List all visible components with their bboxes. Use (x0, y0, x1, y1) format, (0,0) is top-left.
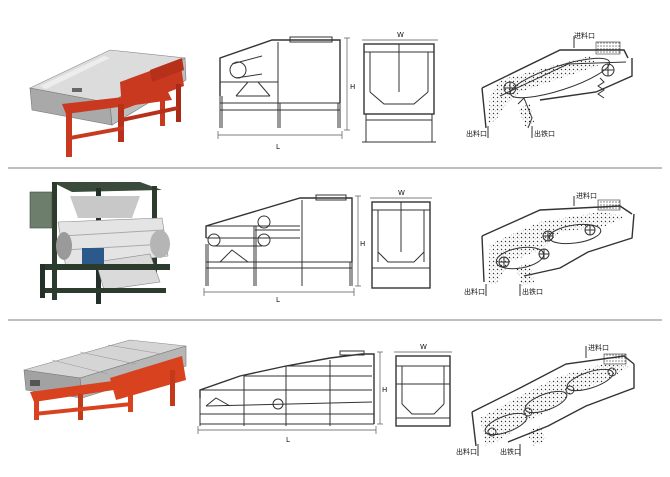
photo-model-3 (23, 339, 187, 420)
dim-height-label: H (360, 240, 365, 248)
label-material-outlet: 出料口 (456, 447, 477, 456)
dim-width-label: W (397, 31, 404, 39)
side-view-model-1: L H (217, 36, 355, 151)
dim-length-label: L (286, 436, 290, 444)
dim-length-label: L (276, 296, 280, 304)
dim-height-label: H (382, 386, 387, 394)
schematic-model-1: 进料口 出料口 出铁口 (466, 31, 633, 138)
row-3: L H W (23, 339, 635, 456)
photo-model-2 (29, 182, 170, 304)
schematic-model-2: 进料口 出料口 出铁口 (464, 191, 635, 296)
label-iron-outlet: 出铁口 (500, 447, 521, 456)
dim-length-label: L (276, 143, 280, 151)
label-material-outlet: 出料口 (464, 287, 485, 296)
photo-model-1 (29, 49, 187, 157)
schematic-model-3: 进料口 出料口 出铁口 (456, 343, 635, 456)
label-feed-inlet: 进料口 (574, 31, 595, 40)
side-view-model-3: L H (197, 350, 387, 444)
side-view-model-2: L H (203, 194, 365, 304)
front-view-model-3: W (394, 343, 452, 427)
row-1: L H W (29, 31, 633, 157)
label-feed-inlet: 进料口 (576, 191, 597, 200)
row-2: L H W (29, 182, 635, 304)
dim-width-label: W (420, 343, 427, 351)
dim-height-label: H (350, 83, 355, 91)
dim-width-label: W (398, 189, 405, 197)
label-feed-inlet: 进料口 (588, 343, 609, 352)
front-view-model-2: W (370, 189, 432, 289)
label-material-outlet: 出料口 (466, 129, 487, 138)
label-iron-outlet: 出铁口 (534, 129, 555, 138)
front-view-model-1: W (362, 31, 438, 143)
label-iron-outlet: 出铁口 (522, 287, 543, 296)
